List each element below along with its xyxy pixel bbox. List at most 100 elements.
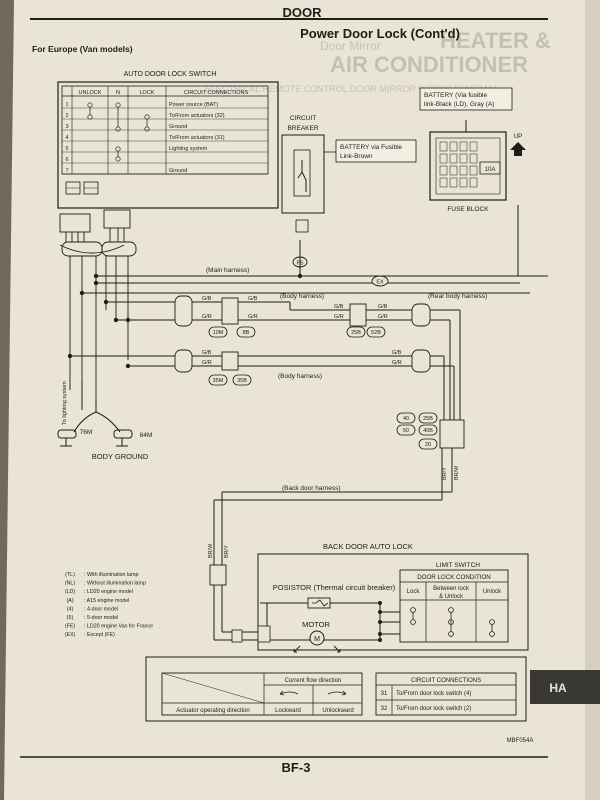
switch-col-unlock: UNLOCK	[79, 90, 102, 96]
switch-row-number: 7	[65, 168, 68, 174]
page-subtitle: For Europe (Van models)	[32, 44, 133, 54]
legend-text: : A15 engine model	[84, 598, 129, 604]
switch-row-connection: Ground	[169, 168, 187, 174]
connector-number: 35B	[237, 378, 247, 384]
lockward-arrow-icon	[279, 691, 299, 695]
connector-number: 25B	[351, 330, 361, 336]
rear-body-harness-label: (Rear body harness)	[428, 293, 487, 300]
connector-number: 52B	[371, 330, 381, 336]
posistor-label: POSISTOR (Thermal circuit breaker)	[273, 583, 396, 592]
ex-marker: EX	[376, 280, 384, 286]
legend-text: : Without illumination lamp	[84, 581, 146, 587]
body-harness-label-1: (Body harness)	[280, 293, 324, 300]
legend-code: (A)	[66, 598, 73, 604]
connector-number: 40B	[423, 428, 433, 434]
current-flow-table: Current flow direction Actuator operatin…	[161, 672, 363, 716]
switch-row-connection: Lighting system	[169, 146, 208, 152]
body-ground-label: BODY GROUND	[92, 452, 149, 461]
connection-num: 32	[381, 706, 388, 712]
to-lighting-label: To lighting system	[62, 381, 68, 425]
motor-m-glyph: M	[314, 636, 320, 643]
page-title: Power Door Lock (Cont'd)	[300, 26, 460, 41]
switch-row-connection: Ground	[169, 124, 187, 130]
auto-door-lock-switch: AUTO DOOR LOCK SWITCH UNLOCK N LOCK CIRC…	[57, 71, 279, 209]
wire-label: G/R	[202, 360, 212, 366]
door-lock-condition: DOOR LOCK CONDITION	[417, 574, 491, 581]
connector-number: 8B	[243, 330, 250, 336]
connector-number: 10M	[213, 330, 224, 336]
battery-top-label-2: link-Black (LD), Gray (A)	[424, 101, 494, 108]
unlockward-label: Unlockward	[322, 708, 353, 714]
page-number: BF-3	[282, 760, 311, 775]
wire-label: G/R	[248, 314, 258, 320]
wire-label-brw-2: BR/W	[454, 465, 460, 480]
switch-col-connections: CIRCUIT CONNECTIONS	[184, 90, 249, 96]
legend-code: (TL)	[65, 572, 75, 578]
col-between-line1: Between lock	[433, 586, 470, 592]
legend-text: : 5-door model	[84, 615, 118, 621]
legend-code: (NL)	[65, 581, 76, 587]
circuit-breaker-label-line2: BREAKER	[287, 125, 318, 132]
battery-brown-label-2: Link-Brown	[340, 153, 373, 160]
connector-number: 35M	[213, 378, 224, 384]
switch-row-number: 2	[65, 113, 68, 119]
connector-84m: 84M	[140, 432, 153, 439]
body-harness-label-2: (Body harness)	[278, 373, 322, 380]
back-door-harness-label: (Back door harness)	[282, 485, 341, 492]
legend-text: : 4-door model	[84, 606, 118, 612]
wire-label: G/B	[248, 296, 258, 302]
wire-label: G/R	[378, 314, 388, 320]
connector-number: 40	[403, 416, 409, 422]
circuit-breaker-label-line1: CIRCUIT	[290, 115, 316, 122]
legend-code: (EX)	[65, 632, 76, 638]
switch-title: AUTO DOOR LOCK SWITCH	[124, 71, 217, 78]
section-title: DOOR	[283, 5, 323, 20]
switch-row-connection: To/From actuators (32)	[169, 113, 225, 119]
switch-row-number: 4	[65, 135, 68, 141]
wire-label: G/B	[392, 350, 402, 356]
connection-text: To/From door lock switch (2)	[396, 706, 471, 712]
current-flow-header: Current flow direction	[285, 678, 342, 684]
motor-icon	[309, 630, 325, 646]
bleed-text-1: HEATER &	[440, 28, 551, 53]
switch-row-number: 3	[65, 124, 68, 130]
col-lock: Lock	[407, 589, 421, 595]
wire-label-bry: BR/Y	[224, 545, 230, 558]
up-arrow-icon	[510, 142, 526, 156]
switch-col-lock: LOCK	[140, 90, 155, 96]
col-between-line2: & Unlock	[439, 594, 464, 600]
wire-label-brw: BR/W	[208, 543, 214, 558]
back-door-auto-lock: BACK DOOR AUTO LOCK LIMIT SWITCH DOOR LO…	[257, 542, 529, 653]
circuit-connections-table: CIRCUIT CONNECTIONS 31 To/From door lock…	[375, 672, 517, 716]
actuator-direction-label: Actuator operating direction	[176, 708, 249, 714]
connection-text: To/From door lock switch (4)	[396, 691, 471, 697]
battery-source: BATTERY (Via fusible link-Black (LD), Gr…	[419, 87, 513, 111]
limit-switch-label: LIMIT SWITCH	[436, 562, 480, 569]
switch-row-connection: To/From actuators (31)	[169, 135, 225, 141]
wire-label: G/B	[378, 304, 388, 310]
wire-label: G/B	[334, 304, 344, 310]
unlockward-arrow-icon	[327, 691, 347, 695]
wire-label: G/R	[202, 314, 212, 320]
wire-label: G/B	[202, 350, 212, 356]
connector-number: 25B	[423, 416, 433, 422]
main-harness-label: (Main harness)	[206, 267, 249, 274]
figure-code: MBF054A	[507, 738, 534, 744]
connector-number: 20	[425, 442, 431, 448]
motor-label: MOTOR	[302, 620, 330, 629]
legend-code: (FE)	[65, 624, 76, 630]
bleed-text-2: AIR CONDITIONER	[330, 52, 528, 77]
legend-text: : Except (FE)	[84, 632, 115, 638]
connections-header: CIRCUIT CONNECTIONS	[411, 678, 481, 684]
wire-label: G/R	[392, 360, 402, 366]
switch-row-number: 6	[65, 157, 68, 163]
side-tab-label: HA	[549, 681, 567, 695]
lockward-label: Lockward	[275, 708, 301, 714]
wire-label: G/R	[334, 314, 344, 320]
connection-num: 31	[381, 691, 388, 697]
switch-row-number: 1	[65, 102, 68, 108]
wire-label-bry-2: BR/Y	[442, 467, 448, 480]
side-tab	[530, 670, 600, 704]
